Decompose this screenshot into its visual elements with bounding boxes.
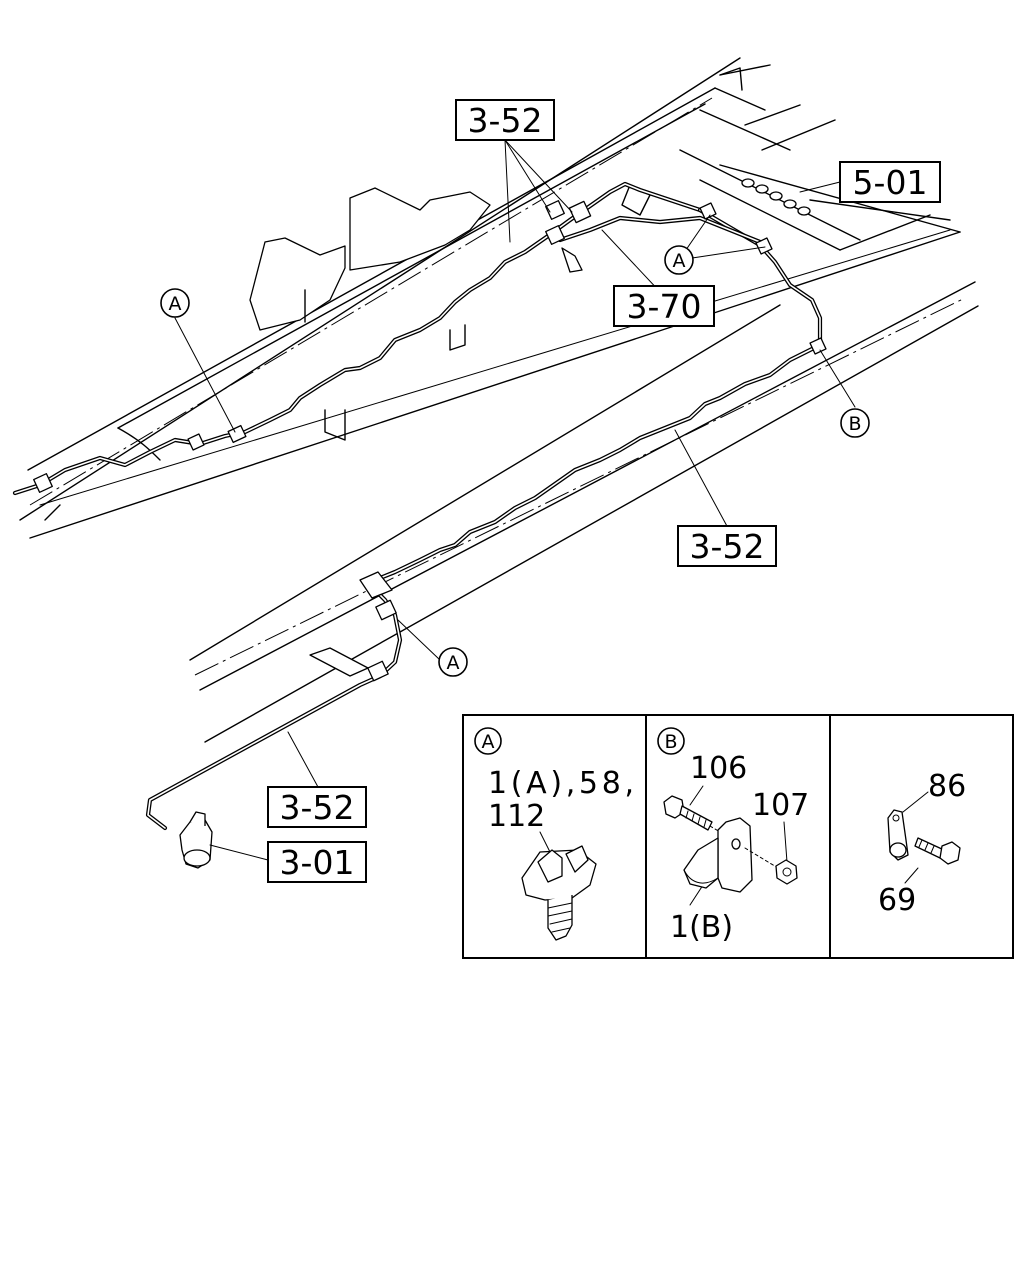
marker-a-left-text: A <box>169 293 182 315</box>
push-clip-icon <box>521 845 597 941</box>
panel-a-parts-line2: 112 <box>488 799 545 834</box>
panel-b-part-106: 106 <box>690 751 747 786</box>
marker-a-left: A <box>160 288 190 318</box>
panel-c-part-69: 69 <box>878 883 916 918</box>
callout-3-70: 3-70 <box>613 285 715 327</box>
panel-b-part-107: 107 <box>752 788 809 823</box>
panel-c-part-86: 86 <box>928 769 966 804</box>
callout-3-52-mid-text: 3-52 <box>690 527 765 566</box>
detail-panel-c: 86 69 <box>878 769 966 918</box>
bolt-106-icon <box>663 795 731 839</box>
chassis-frame <box>19 57 979 743</box>
valve-3-01 <box>179 811 213 869</box>
panel-b-part-1b: 1(B) <box>670 910 733 945</box>
callout-3-52-top: 3-52 <box>455 99 555 141</box>
callout-5-01-text: 5-01 <box>853 163 928 202</box>
panel-b-marker: B <box>664 731 677 753</box>
callout-3-52-mid: 3-52 <box>677 525 777 567</box>
marker-a-top-right: A <box>664 245 694 275</box>
callout-3-01: 3-01 <box>267 841 367 883</box>
callout-5-01: 5-01 <box>839 161 941 203</box>
callout-3-01-text: 3-01 <box>280 843 355 882</box>
bolt-69-icon <box>914 837 961 865</box>
marker-a-mid: A <box>438 647 468 677</box>
marker-b-right: B <box>840 408 870 438</box>
callout-3-52-top-text: 3-52 <box>468 101 543 140</box>
bracket-1b-icon <box>683 817 779 893</box>
callout-3-70-text: 3-70 <box>627 287 702 326</box>
detail-panel-b: B 106 107 1(B) <box>657 727 809 945</box>
pipe-clamp-86-icon <box>887 809 909 861</box>
marker-a-mid-text: A <box>447 652 460 674</box>
callout-3-52-bottom-text: 3-52 <box>280 788 355 827</box>
panel-a-parts-line1: 1(A),58, <box>488 766 634 801</box>
pipe-fittings <box>33 200 827 682</box>
callout-3-52-bottom: 3-52 <box>267 786 367 828</box>
crossmember-holes <box>741 178 811 216</box>
panel-a-marker: A <box>482 731 495 753</box>
marker-b-right-text: B <box>848 413 861 435</box>
nut-107-icon <box>775 859 798 885</box>
detail-panel-a: A 1(A),58, 112 <box>474 727 634 941</box>
leader-lines <box>174 139 856 861</box>
marker-a-top-right-text: A <box>673 250 686 272</box>
